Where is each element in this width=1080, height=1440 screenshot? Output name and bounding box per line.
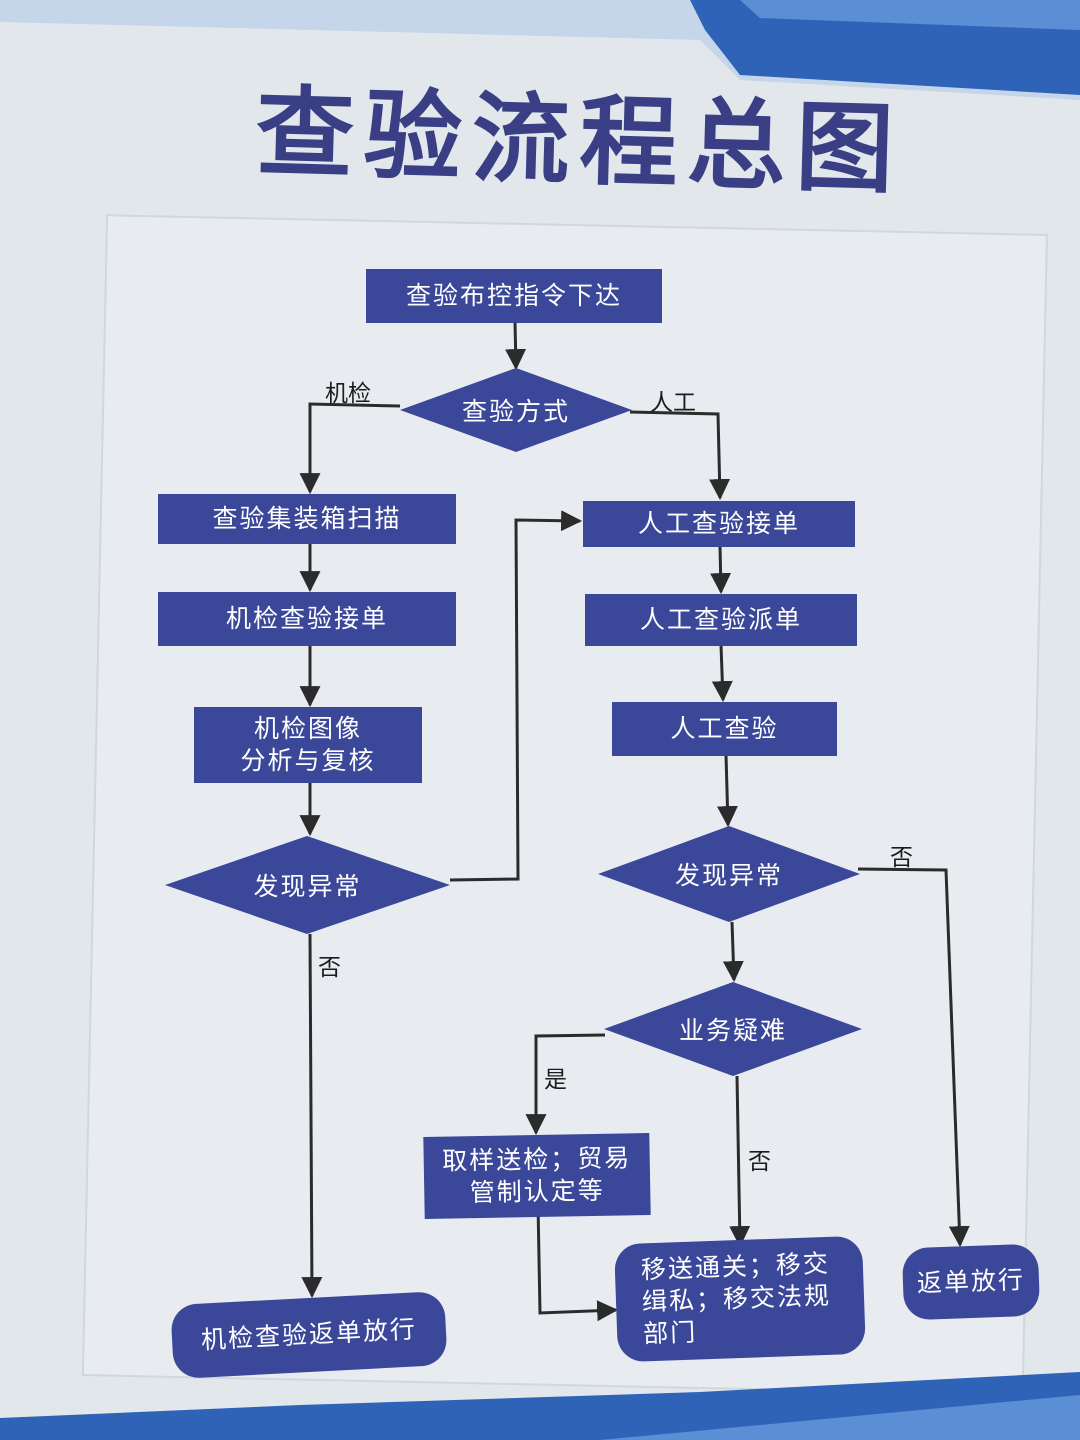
edge-machine-anomaly-to-release bbox=[301, 933, 323, 1299]
decision-inspection-method[interactable]: 查验方式 bbox=[400, 368, 632, 452]
node-manual-dispatch[interactable]: 人工查验派单 bbox=[585, 594, 857, 646]
node-manual-receive[interactable]: 人工查验接单 bbox=[583, 501, 855, 547]
edge-sampling-to-transfer bbox=[536, 1203, 619, 1322]
edge-machine-anomaly-to-manual bbox=[449, 510, 583, 882]
node-machine-receive[interactable]: 机检查验接单 bbox=[158, 592, 456, 646]
decision-label: 发现异常 bbox=[674, 861, 783, 890]
edge-label-manual-no: 否 bbox=[890, 845, 913, 871]
node-transfer[interactable]: 移送通关；移交 缉私；移交法规 部门 bbox=[614, 1235, 866, 1363]
diamond-shape bbox=[165, 836, 450, 934]
edge-inspect-to-anomaly bbox=[716, 754, 738, 828]
node-inspection-order[interactable]: 查验布控指令下达 bbox=[366, 269, 662, 323]
decision-label: 发现异常 bbox=[253, 872, 362, 901]
node-manual-inspect[interactable]: 人工查验 bbox=[612, 702, 837, 756]
node-machine-release[interactable]: 机检查验返单放行 bbox=[170, 1290, 448, 1380]
edge-label-difficult-no: 否 bbox=[748, 1149, 771, 1175]
decision-business-difficulty[interactable]: 业务疑难 bbox=[604, 982, 862, 1076]
edge-manual-anomaly-to-release bbox=[857, 867, 970, 1248]
diamond-shape bbox=[598, 826, 860, 922]
edge-method-to-manual bbox=[629, 410, 731, 501]
node-container-scan[interactable]: 查验集装箱扫描 bbox=[158, 494, 456, 544]
edge-label-machine: 机检 bbox=[325, 381, 371, 407]
node-sampling[interactable]: 取样送检；贸易 管制认定等 bbox=[423, 1133, 651, 1219]
diamond-shape bbox=[400, 368, 632, 452]
edge-label-yes: 是 bbox=[544, 1067, 567, 1093]
node-release[interactable]: 返单放行 bbox=[901, 1243, 1041, 1321]
bottom-banner-light bbox=[600, 1395, 1080, 1440]
node-image-analysis[interactable]: 机检图像 分析与复核 bbox=[194, 707, 422, 783]
decision-label: 查验方式 bbox=[461, 397, 570, 426]
edge-dispatch-to-inspect bbox=[711, 644, 733, 703]
decision-manual-anomaly[interactable]: 发现异常 bbox=[598, 826, 860, 922]
top-banner-light bbox=[740, 0, 1080, 30]
decision-machine-anomaly[interactable]: 发现异常 bbox=[165, 836, 450, 934]
edge-start-to-method bbox=[505, 321, 527, 371]
edge-manual-receive-to-dispatch bbox=[710, 545, 732, 595]
edge-difficult-to-sampling bbox=[525, 1033, 606, 1136]
diamond-shape bbox=[604, 982, 862, 1076]
edge-label-machine-no: 否 bbox=[318, 955, 341, 981]
edge-difficult-to-transfer bbox=[729, 1075, 751, 1248]
edge-method-to-scan bbox=[299, 402, 401, 495]
decision-label: 业务疑难 bbox=[678, 1016, 787, 1045]
edge-label-manual: 人工 bbox=[650, 390, 696, 416]
edge-manual-anomaly-to-difficult bbox=[722, 921, 744, 983]
